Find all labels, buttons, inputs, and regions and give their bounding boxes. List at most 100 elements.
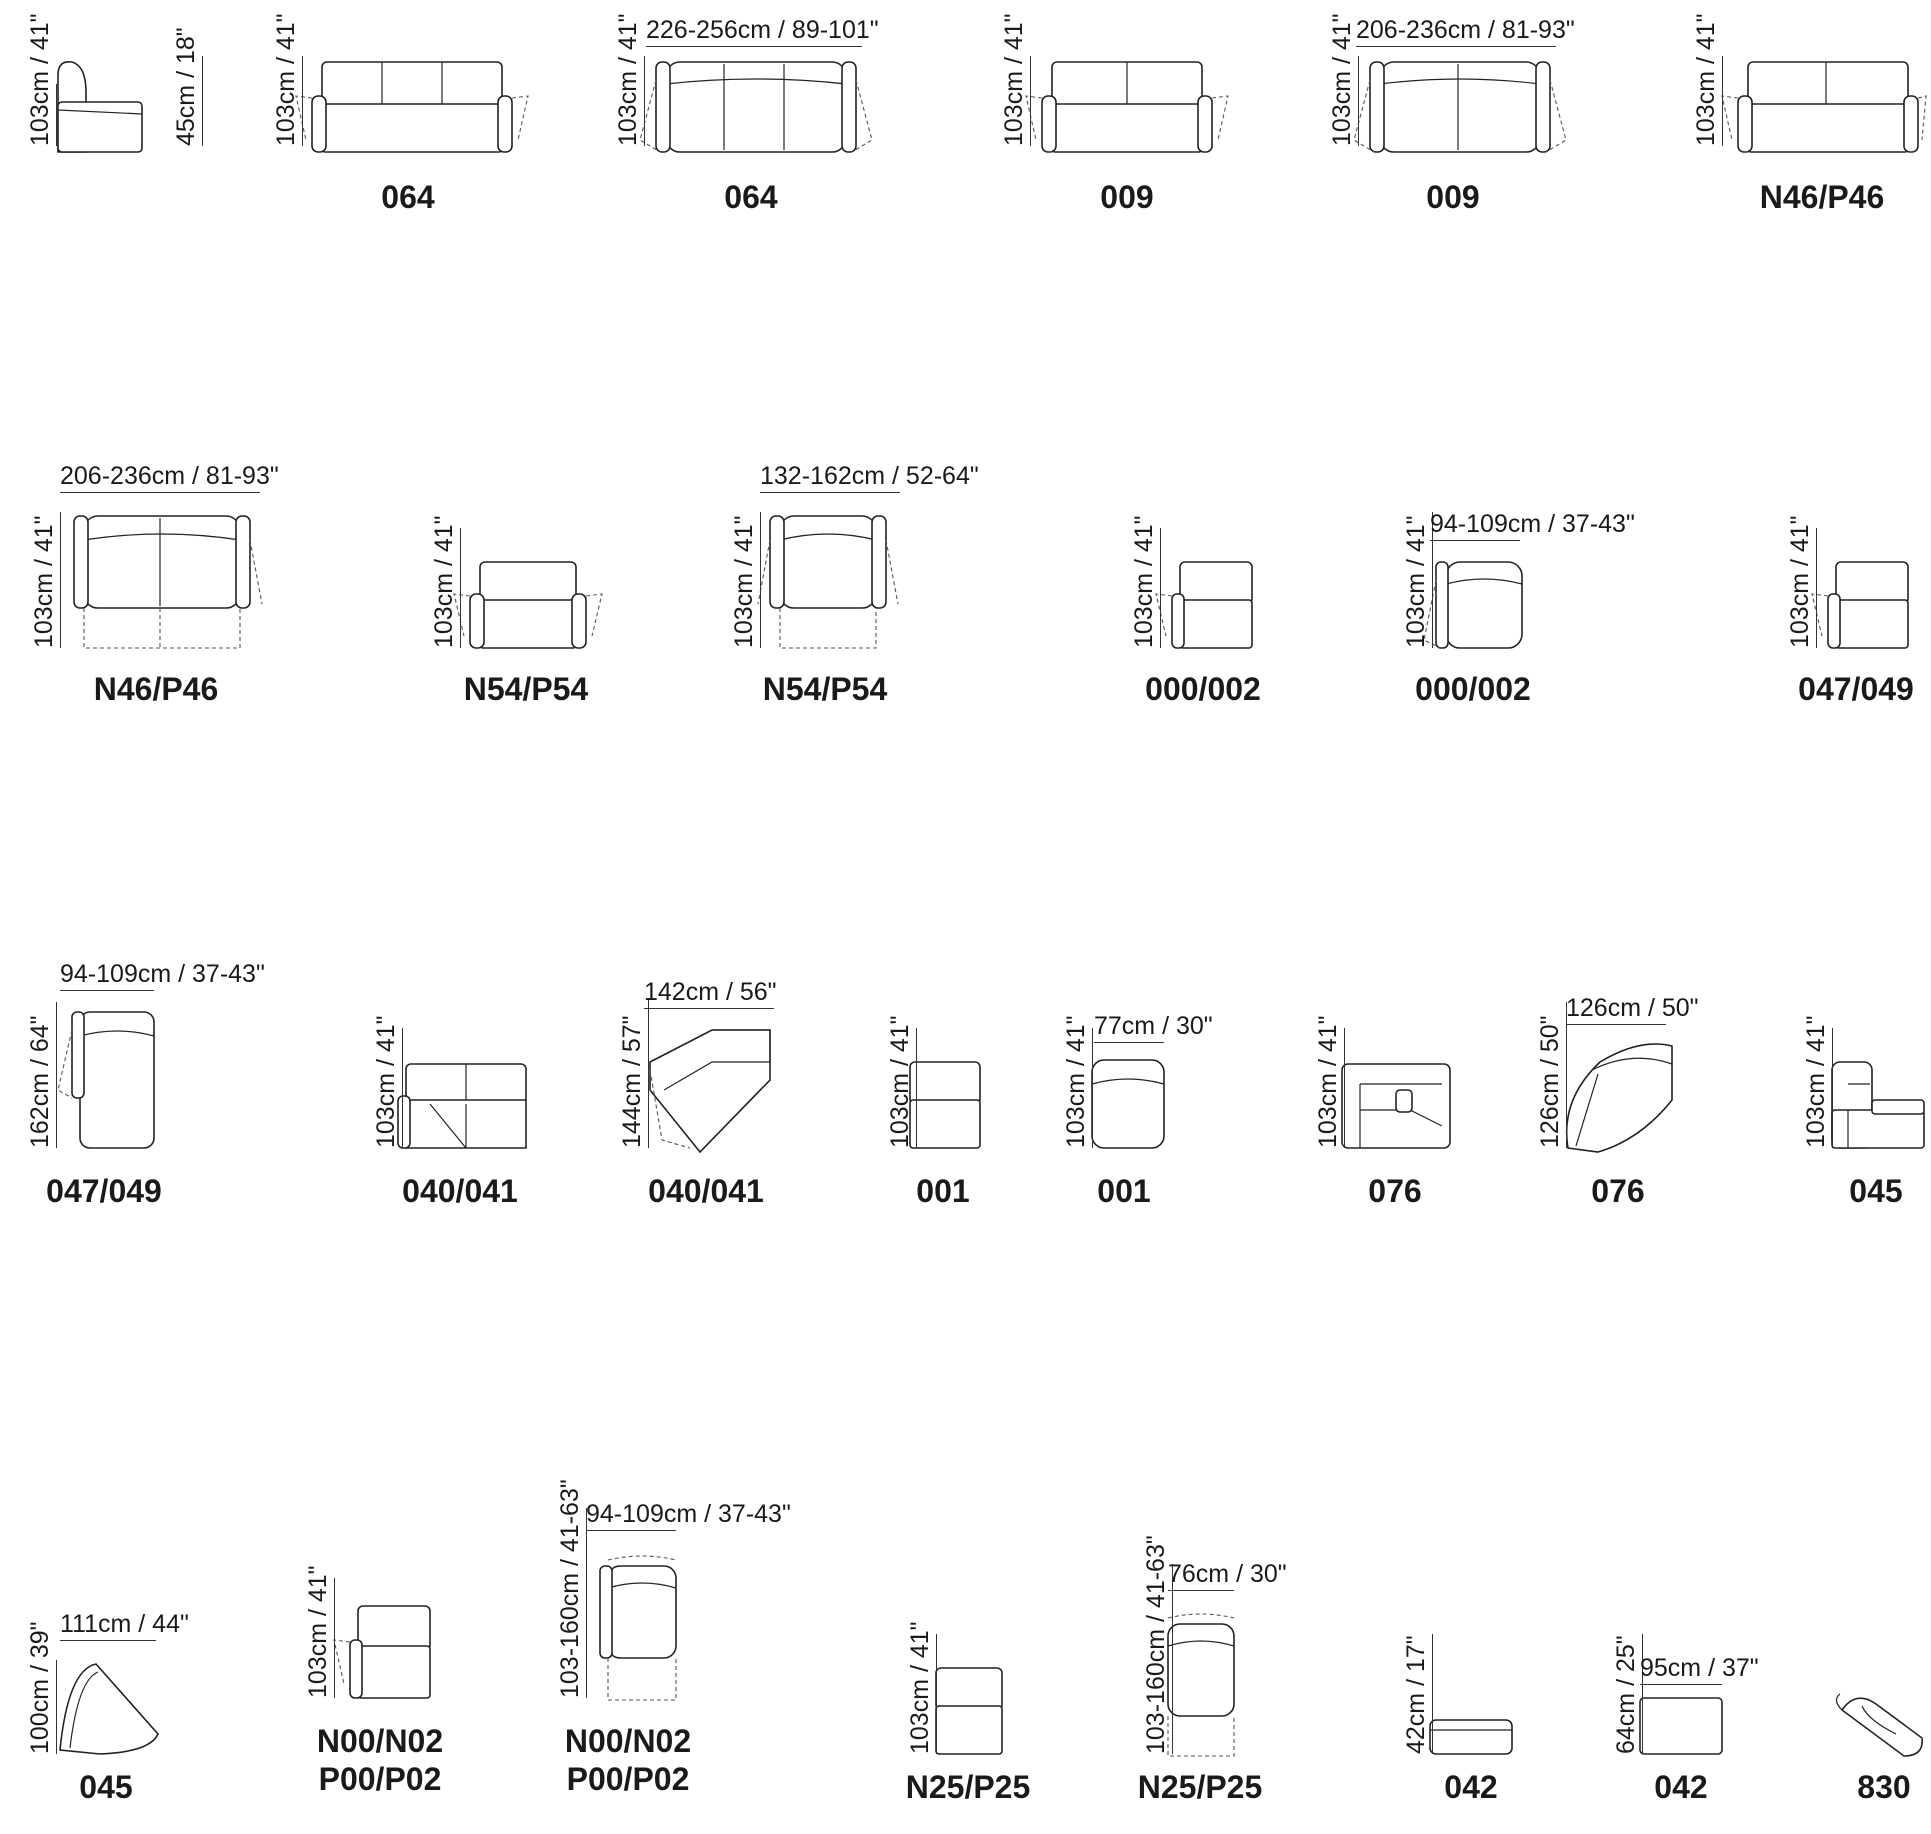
drawing-N25-top xyxy=(1167,1613,1235,1757)
width-dim-m9: 132-162cm / 52-64" xyxy=(760,462,979,490)
height-dim-m19-line xyxy=(1566,1002,1567,1148)
module-code-m26: 042 xyxy=(1444,1768,1497,1806)
module-code-line: N46/P46 xyxy=(93,671,219,707)
module-code-line: 000/002 xyxy=(1415,671,1531,707)
module-code-m12: 047/049 xyxy=(1798,670,1914,708)
module-code-m15: 040/041 xyxy=(648,1172,764,1210)
module-code-m24: N25/P25 xyxy=(906,1768,1031,1806)
drawing-009-top xyxy=(1353,61,1567,153)
module-code-line: 042 xyxy=(1444,1769,1498,1805)
drawing-064-front xyxy=(295,61,529,153)
module-code-m4: 009 xyxy=(1100,178,1153,216)
height-dim-m7-line xyxy=(60,512,61,648)
height-dim-m11: 103cm / 41" xyxy=(1402,515,1430,648)
width-dim-m19: 126cm / 50" xyxy=(1566,994,1699,1022)
height-dim-m5-line xyxy=(1358,56,1359,146)
drawing-N00-front xyxy=(333,1605,431,1699)
height-dim-m2-line xyxy=(302,56,303,146)
width-dim-m11: 94-109cm / 37-43" xyxy=(1430,510,1635,538)
height-dim-m9-line xyxy=(760,512,761,648)
width-dim-m5: 206-236cm / 81-93" xyxy=(1356,16,1575,44)
width-dim-line-m23 xyxy=(586,1530,676,1531)
height-dim-m10: 103cm / 41" xyxy=(1130,515,1158,648)
width-dim-line-m9 xyxy=(760,492,900,493)
drawing-000-top xyxy=(1423,561,1523,649)
drawing-N54-front xyxy=(453,561,603,649)
module-code-line: 042 xyxy=(1654,1769,1708,1805)
module-code-line: P00/P02 xyxy=(318,1761,442,1797)
width-dim-line-m11 xyxy=(1430,540,1520,541)
width-dim-line-m19 xyxy=(1566,1024,1666,1025)
height-dim-m24: 103cm / 41" xyxy=(906,1621,934,1754)
module-code-line: 830 xyxy=(1857,1769,1911,1805)
drawing-042-top xyxy=(1639,1697,1723,1755)
module-code-m5: 009 xyxy=(1426,178,1479,216)
drawing-830-remote xyxy=(1835,1693,1923,1757)
height-dim-m24-line xyxy=(936,1634,937,1754)
drawing-armrest-side xyxy=(57,60,143,153)
drawing-N25-front xyxy=(935,1667,1003,1755)
height-dim-m5: 103cm / 41" xyxy=(1328,13,1356,146)
height-dim-m26: 42cm / 17" xyxy=(1402,1635,1430,1754)
width-dim-line-m21 xyxy=(60,1640,156,1641)
module-code-line: 009 xyxy=(1426,179,1480,215)
drawing-076-top xyxy=(1565,1043,1673,1153)
module-code-m2: 064 xyxy=(381,178,434,216)
module-code-line: N54/P54 xyxy=(762,671,888,707)
drawing-009-front xyxy=(1025,61,1229,153)
module-code-line: N46/P46 xyxy=(1759,179,1885,215)
width-dim-line-m7 xyxy=(60,492,260,493)
module-code-m17: 001 xyxy=(1097,1172,1150,1210)
height-dim-m14: 103cm / 41" xyxy=(372,1015,400,1148)
module-code-line: 040/041 xyxy=(648,1173,764,1209)
module-code-m19: 076 xyxy=(1591,1172,1644,1210)
height-dim-m22: 103cm / 41" xyxy=(304,1565,332,1698)
height-dim-m25: 103-160cm / 41-63" xyxy=(1142,1535,1170,1754)
width-dim-line-m25 xyxy=(1168,1590,1234,1591)
module-code-m25: N25/P25 xyxy=(1138,1768,1263,1806)
module-code-m10: 000/002 xyxy=(1145,670,1261,708)
height-dim-m25-line xyxy=(1172,1564,1173,1754)
width-dim-line-m27 xyxy=(1640,1684,1722,1685)
height-dim-m9: 103cm / 41" xyxy=(730,515,758,648)
module-code-m7: N46/P46 xyxy=(94,670,219,708)
module-code-m9: N54/P54 xyxy=(763,670,888,708)
drawing-N00-top xyxy=(599,1555,677,1701)
module-code-line: 064 xyxy=(381,179,435,215)
height-dim-m13: 162cm / 64" xyxy=(26,1015,54,1148)
height-dim-m12-line xyxy=(1816,528,1817,648)
module-code-m20: 045 xyxy=(1849,1172,1902,1210)
height-dim-m2: 103cm / 41" xyxy=(272,13,300,146)
height-dim-m27: 64cm / 25" xyxy=(1612,1635,1640,1754)
width-dim-m3: 226-256cm / 89-101" xyxy=(646,16,879,44)
module-code-m8: N54/P54 xyxy=(464,670,589,708)
height-dim-m18-line xyxy=(1344,1028,1345,1148)
drawing-047-front xyxy=(1811,561,1909,649)
height-dim-m14-line xyxy=(402,1028,403,1148)
module-code-m11: 000/002 xyxy=(1415,670,1531,708)
height-dim-m17: 103cm / 41" xyxy=(1062,1015,1090,1148)
height-dim-m20: 103cm / 41" xyxy=(1802,1015,1830,1148)
height-dim-m1: 103cm / 41" xyxy=(26,13,54,146)
height-dim-m7: 103cm / 41" xyxy=(30,515,58,648)
module-code-m13: 047/049 xyxy=(46,1172,162,1210)
height-dim-m3: 103cm / 41" xyxy=(614,13,642,146)
module-code-line: N00/N02 xyxy=(564,1723,692,1759)
drawing-001-front xyxy=(909,1061,981,1149)
height-dim-m3-line xyxy=(644,56,645,146)
drawing-N46-top xyxy=(73,515,263,649)
module-code-m3: 064 xyxy=(724,178,777,216)
width-dim-m27: 95cm / 37" xyxy=(1640,1654,1759,1682)
module-code-line: 001 xyxy=(916,1173,970,1209)
drawing-040-top xyxy=(649,1029,771,1154)
height-dim-m23-line xyxy=(586,1508,587,1698)
module-code-line: 045 xyxy=(1849,1173,1903,1209)
drawing-000-front xyxy=(1155,561,1253,649)
width-dim-m13: 94-109cm / 37-43" xyxy=(60,960,265,988)
height-dim-m16-line xyxy=(916,1028,917,1148)
drawing-045-front xyxy=(1831,1061,1925,1149)
height-dim-m21: 100cm / 39" xyxy=(26,1621,54,1754)
